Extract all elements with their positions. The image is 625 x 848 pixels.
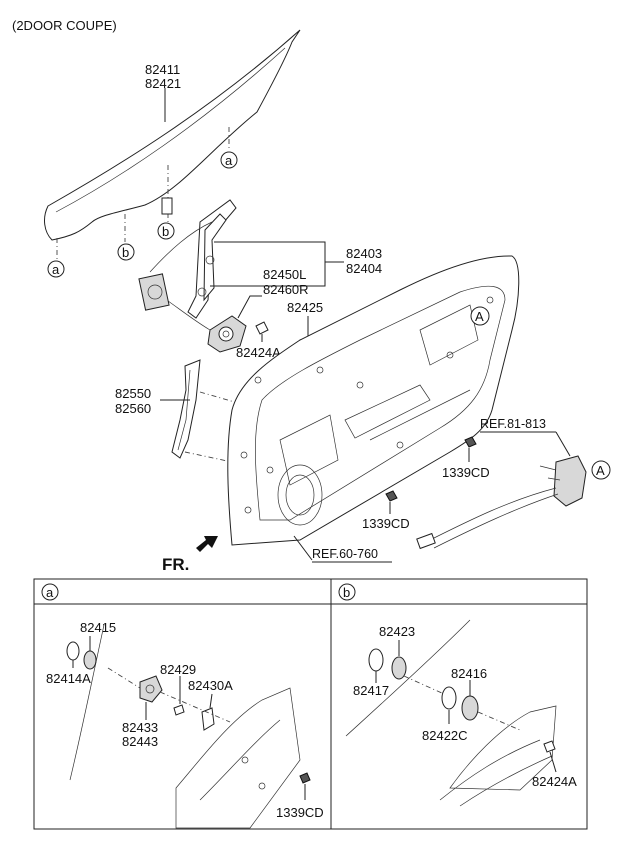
marker-b-regulator xyxy=(157,222,175,240)
holder-82433[interactable] xyxy=(139,675,163,703)
window-motor[interactable] xyxy=(207,315,247,353)
nut-1339CD-detail[interactable] xyxy=(299,772,311,784)
marker-A-text-1: A xyxy=(475,309,484,324)
door-channel[interactable] xyxy=(171,359,201,459)
bolt-82424A[interactable] xyxy=(255,321,269,335)
label-82423: 82423 xyxy=(379,624,415,639)
marker-a-glass-right xyxy=(220,151,238,169)
nut-1339CD-lower[interactable] xyxy=(385,490,398,502)
marker-a-text-1: a xyxy=(225,153,233,168)
regulator-label-1: 82403 xyxy=(346,246,382,261)
marker-b-glass xyxy=(117,243,135,261)
ref-latch[interactable]: REF.81-813 xyxy=(480,417,546,431)
marker-b-text-2: b xyxy=(162,224,169,239)
nut-upper-label: 1339CD xyxy=(442,465,490,480)
label-82416: 82416 xyxy=(451,666,487,681)
label-82430A: 82430A xyxy=(188,678,233,693)
glass-label-1: 82411 xyxy=(145,62,180,77)
detail-b-tag xyxy=(338,583,356,601)
washer-82423[interactable] xyxy=(391,656,407,680)
channel-label-2: 82560 xyxy=(115,401,151,416)
marker-A-door xyxy=(470,306,490,326)
window-regulator[interactable] xyxy=(138,199,237,331)
label-82417: 82417 xyxy=(353,683,389,698)
marker-A-text-2: A xyxy=(596,463,605,478)
marker-b-text-1: b xyxy=(122,245,129,260)
motor-label-1: 82450L xyxy=(263,267,306,282)
front-marker: FR. xyxy=(162,555,189,574)
nut-1339CD-upper[interactable] xyxy=(464,436,477,448)
front-arrow-icon xyxy=(196,536,218,552)
marker-a-text-2: a xyxy=(52,262,60,277)
regulator-label-2: 82404 xyxy=(346,261,382,276)
label-82443: 82443 xyxy=(122,734,158,749)
label-82429: 82429 xyxy=(160,662,196,677)
washer-82422C[interactable] xyxy=(441,686,457,710)
marker-a-glass-left xyxy=(47,260,65,278)
nut-lower-label: 1339CD xyxy=(362,516,410,531)
detail-a-door-section xyxy=(175,687,301,829)
detail-b: b 82423 82417 82416 82422C 82424A xyxy=(338,583,577,807)
detail-a-glass-edge xyxy=(69,624,105,781)
bolt-82424A-detail[interactable] xyxy=(543,740,556,753)
channel-label-1: 82550 xyxy=(115,386,151,401)
washer-82415[interactable] xyxy=(83,650,97,670)
detail-b-glass-edge xyxy=(345,619,471,737)
door-glass[interactable] xyxy=(44,29,301,241)
detail-a-tag xyxy=(41,583,59,601)
ref-door-leader xyxy=(293,535,313,561)
label-82415: 82415 xyxy=(80,620,116,635)
bracket-label: 82425 xyxy=(287,300,323,315)
label-1339CD-detail: 1339CD xyxy=(276,805,324,820)
door-inner-panel[interactable] xyxy=(227,255,520,546)
bolt-82429[interactable] xyxy=(173,704,185,716)
marker-A-latch xyxy=(591,460,611,480)
door-latch[interactable] xyxy=(416,455,587,550)
dash-channel-2 xyxy=(184,451,233,463)
bracket-82430A[interactable] xyxy=(201,707,215,731)
ref-door[interactable]: REF.60-760 xyxy=(312,547,378,561)
spacer-82416[interactable] xyxy=(461,695,479,721)
detail-b-door-section xyxy=(449,705,557,791)
label-82424A-detail: 82424A xyxy=(532,774,577,789)
glass-label-2: 82421 xyxy=(145,76,181,91)
grommet-82417[interactable] xyxy=(368,648,384,672)
detail-a: a 82415 82414A 82433 82443 82429 82430A … xyxy=(41,583,324,829)
label-82414A: 82414A xyxy=(46,671,91,686)
label-82422C: 82422C xyxy=(422,728,468,743)
grommet-82414A[interactable] xyxy=(66,641,80,661)
glass-clip xyxy=(161,197,173,215)
bolt-label: 82424A xyxy=(236,345,281,360)
ref-latch-leader xyxy=(555,431,571,457)
label-82433: 82433 xyxy=(122,720,158,735)
motor-label-2: 82460R xyxy=(263,282,309,297)
regulator-leader xyxy=(210,241,326,287)
diagram-title: (2DOOR COUPE) xyxy=(12,18,117,33)
detail-a-tag-text: a xyxy=(46,585,54,600)
motor-leader xyxy=(237,295,262,319)
detail-frame xyxy=(33,578,588,830)
detail-b-tag-text: b xyxy=(343,585,350,600)
